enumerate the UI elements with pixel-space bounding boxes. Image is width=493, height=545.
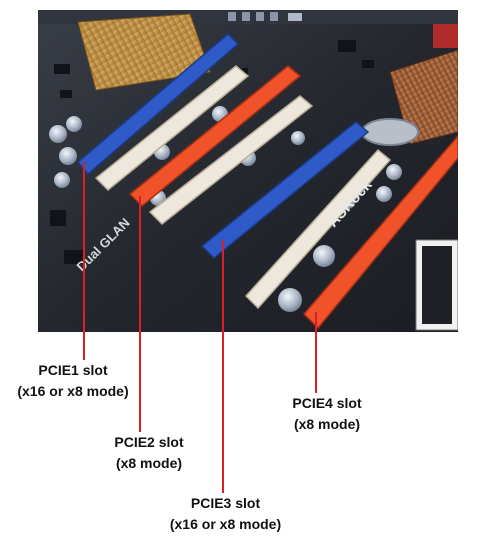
ide-header [415, 239, 458, 331]
pci-slot-2 [148, 95, 314, 226]
pcie1-label: PCIE1 slot (x16 or x8 mode) [8, 360, 138, 402]
chipset-heatsink [77, 13, 211, 91]
pcie1-name: PCIE1 slot [38, 362, 108, 378]
pcie3-mode: (x16 or x8 mode) [169, 516, 282, 532]
pcie3-name: PCIE3 slot [190, 495, 261, 511]
pcie3-slot [200, 121, 370, 260]
pci-slot-3 [244, 148, 392, 310]
pcie2-name: PCIE2 slot [114, 434, 184, 450]
cmos-battery [361, 118, 419, 146]
motherboard-photo: ASRock Dual GLAN [38, 10, 458, 332]
pcie2-slot [128, 65, 302, 208]
pcie4-label: PCIE4 slot (x8 mode) [272, 393, 382, 435]
pcie2-mode: (x8 mode) [115, 455, 183, 471]
pcie3-label: PCIE3 slot (x16 or x8 mode) [158, 493, 293, 535]
pci-slot-1 [94, 65, 250, 192]
pcie4-slot [302, 134, 458, 330]
pcie2-label: PCIE2 slot (x8 mode) [94, 432, 204, 474]
pcie4-name: PCIE4 slot [292, 395, 362, 411]
connector-pins [228, 12, 302, 21]
pcie4-mode: (x8 mode) [293, 416, 361, 432]
pcie1-mode: (x16 or x8 mode) [17, 383, 129, 399]
red-header [433, 24, 458, 48]
